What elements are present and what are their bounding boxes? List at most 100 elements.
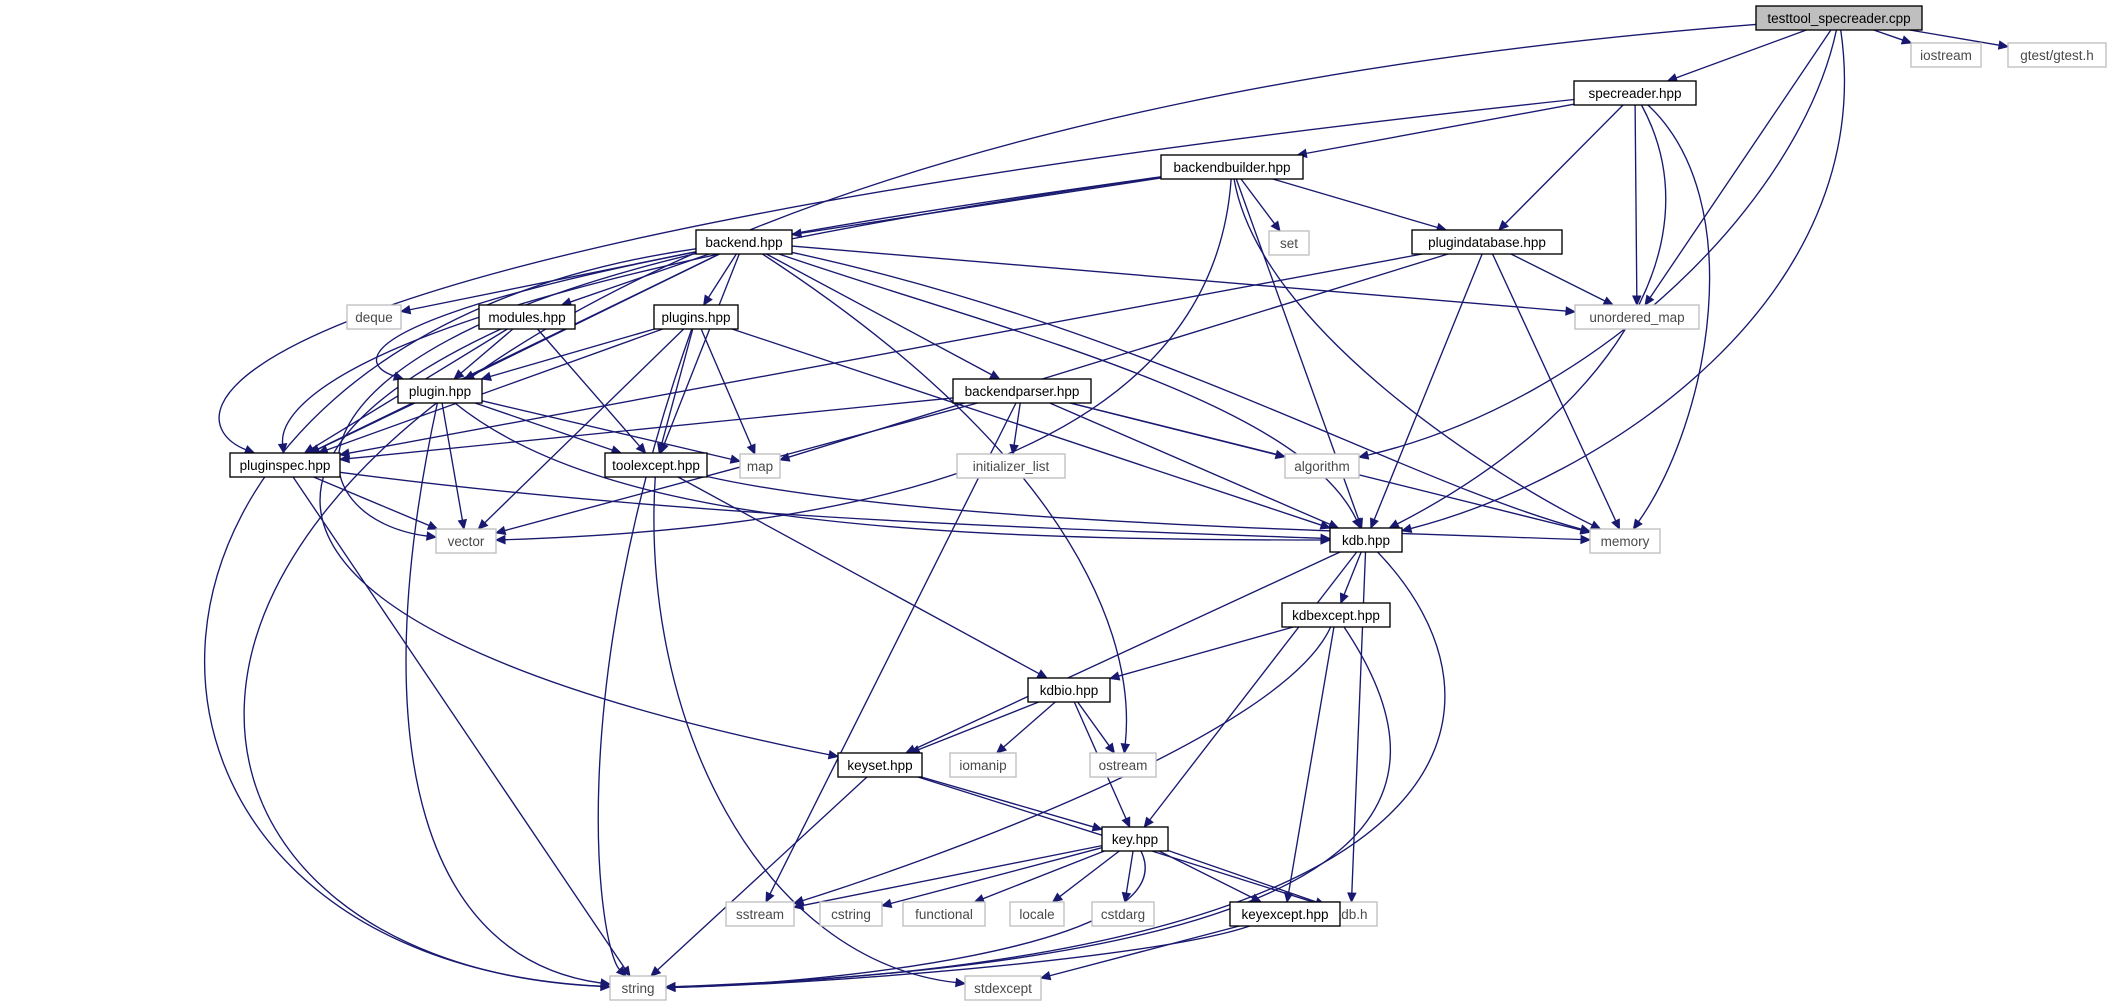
edge-line [762,253,1128,745]
node-keyset[interactable]: keyset.hpp [837,752,923,778]
edge-line [674,850,1146,988]
node-root[interactable]: testtool_specreader.cpp [1755,5,1923,31]
arrowhead-icon [457,518,467,531]
edge-backend-to-deque [399,251,697,315]
edge-line [1634,104,1638,297]
node-pluginspec[interactable]: pluginspec.hpp [229,452,341,478]
edge-line [707,253,737,298]
edge-backend-to-vector [337,252,697,541]
node-box[interactable] [1160,154,1304,180]
node-backend[interactable]: backend.hpp [695,229,793,255]
node-box[interactable] [1229,901,1341,927]
node-key[interactable]: key.hpp [1101,826,1169,852]
node-box [609,975,667,1001]
edge-line [1125,850,1134,894]
arrowhead-icon [1579,525,1592,535]
edge-backend-to-modules [560,253,710,307]
node-box[interactable] [397,378,483,404]
node-box [739,453,781,479]
node-label: map [747,459,773,474]
edge-backend-to-backendparser [766,253,1001,380]
edge-line [918,701,1040,751]
edge-kdb_hpp-to-keyset [904,551,1341,754]
node-algorithm: algorithm [1284,453,1360,479]
node-box [1089,752,1157,778]
node-label: sstream [736,907,784,922]
node-box [725,901,795,927]
node-box[interactable] [695,229,793,255]
edge-plugins-to-toolexcept [657,328,694,455]
node-box[interactable] [478,304,576,330]
node-specreader[interactable]: specreader.hpp [1573,80,1697,106]
edge-pluginspec-to-vector [313,476,439,530]
node-kdbexcept[interactable]: kdbexcept.hpp [1281,602,1391,628]
edge-line [731,328,1322,526]
node-set: set [1268,230,1310,256]
edge-line [1013,402,1021,446]
edge-line [1158,850,1254,899]
edge-line [1343,551,1362,595]
edge-backendbuilder-to-set [1240,178,1281,232]
node-label: plugindatabase.hpp [1428,235,1546,250]
node-kdb-hpp[interactable]: kdb.hpp [1329,527,1403,553]
edge-toolexcept-to-kdbio [677,476,1049,679]
edge-specreader-to-backendbuilder [1296,103,1575,158]
node-box [964,975,1042,1001]
node-box [1589,528,1661,554]
node-plugindatabase[interactable]: plugindatabase.hpp [1411,229,1563,255]
node-box[interactable] [837,752,923,778]
node-label: plugins.hpp [661,310,730,325]
arrowhead-icon [792,900,805,911]
node-label: unordered_map [1589,310,1684,325]
edge-line [348,253,1423,454]
edge-line [1410,29,1846,530]
arrowhead-icon [1400,523,1413,534]
node-plugin[interactable]: plugin.hpp [397,378,483,404]
edge-line [317,253,720,450]
node-box[interactable] [604,452,708,478]
node-initializer-list: initializer_list [956,453,1066,479]
edge-backendparser-to-sstream [765,402,1017,904]
node-box[interactable] [952,378,1092,404]
edge-line [921,776,1094,828]
node-box[interactable] [1027,677,1111,703]
edge-plugindatabase-to-unordered_map [1510,253,1615,306]
node-box[interactable] [1573,80,1697,106]
edge-modules-to-keyset [319,328,840,760]
node-box[interactable] [1329,527,1403,553]
arrowhead-icon [1270,220,1281,232]
node-box[interactable] [1281,602,1391,628]
edge-line [1272,178,1438,229]
node-label: stdexcept [974,981,1032,996]
arrowhead-icon [620,965,631,978]
node-box[interactable] [1755,5,1923,31]
arrowhead-icon [480,371,492,381]
node-label: plugin.hpp [409,384,471,399]
node-box[interactable] [653,304,739,330]
arrowhead-icon [1388,519,1401,529]
node-plugins[interactable]: plugins.hpp [653,304,739,330]
node-toolexcept[interactable]: toolexcept.hpp [604,452,708,478]
edge-kdbexcept-to-kdbio [1108,626,1294,681]
node-keyexcept[interactable]: keyexcept.hpp [1229,901,1341,927]
node-modules[interactable]: modules.hpp [478,304,576,330]
node-box[interactable] [229,452,341,478]
node-label: kdb.hpp [1342,533,1390,548]
node-kdbio[interactable]: kdbio.hpp [1027,677,1111,703]
edge-backend-to-string [204,248,697,991]
node-label: key.hpp [1112,832,1158,847]
node-backendparser[interactable]: backendparser.hpp [952,378,1092,404]
arrowhead-icon [995,743,1008,754]
node-label: initializer_list [973,459,1050,474]
node-backendbuilder[interactable]: backendbuilder.hpp [1160,154,1304,180]
edge-keyexcept-to-stdexcept [1039,925,1240,981]
arrowhead-icon [1351,517,1361,530]
node-box[interactable] [1101,826,1169,852]
arrowhead-icon [827,749,840,760]
edge-line [1504,104,1624,225]
edge-line [1638,104,1711,523]
edge-key-to-keyexcept [1158,850,1263,903]
node-box[interactable] [1411,229,1563,255]
edge-line [706,475,1582,541]
arrowhead-icon [729,454,742,464]
